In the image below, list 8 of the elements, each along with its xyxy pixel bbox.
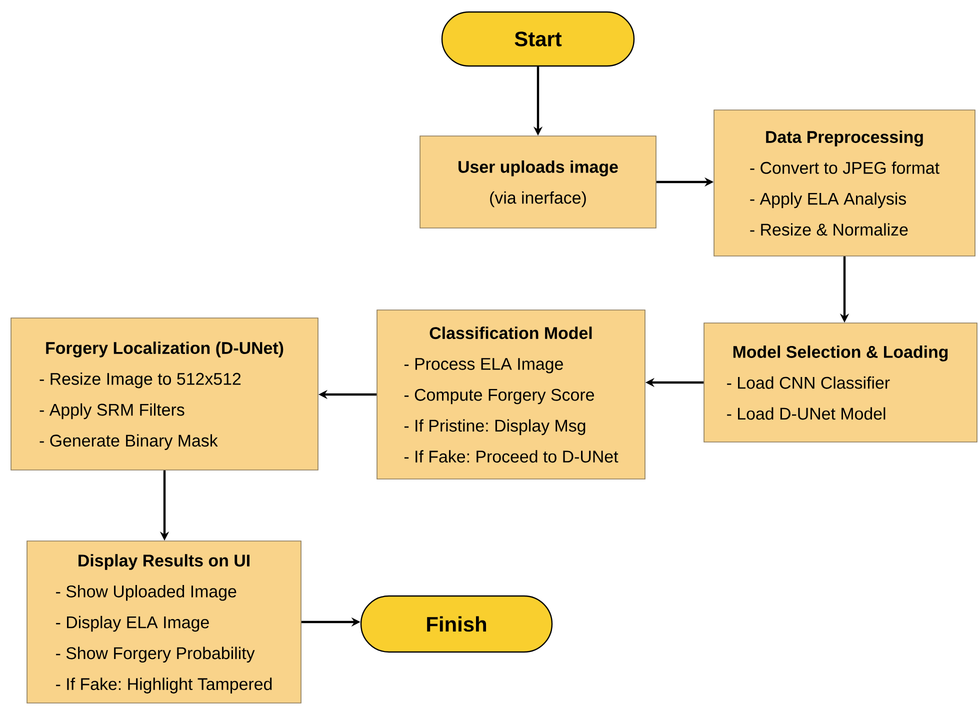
process-box: User uploads image (via inerface) xyxy=(420,136,656,228)
terminal-pill: Finish xyxy=(360,595,553,653)
process-box: Model Selection & Loading - Load CNN Classifier - Load D-UNet Model xyxy=(704,322,978,442)
process-box: Classification Model - Process ELA Image - Compute Forgery Score - If Pristine: Display Msg - If Fake: Proceed to D-UNet xyxy=(376,310,646,480)
process-box: Forgery Localization (D-UNet) - Resize Image to 512x512 - Apply SRM Filters - Generate Binary Mask xyxy=(10,318,318,470)
terminal-pill: Start xyxy=(441,11,635,67)
process-box: Data Preprocessing - Convert to JPEG format - Apply ELA Analysis - Resize & Normalize xyxy=(714,110,976,256)
process-box: Display Results on UI - Show Uploaded Image - Display ELA Image - Show Forgery Probability - If Fake: Highlight Tampered xyxy=(26,540,302,704)
